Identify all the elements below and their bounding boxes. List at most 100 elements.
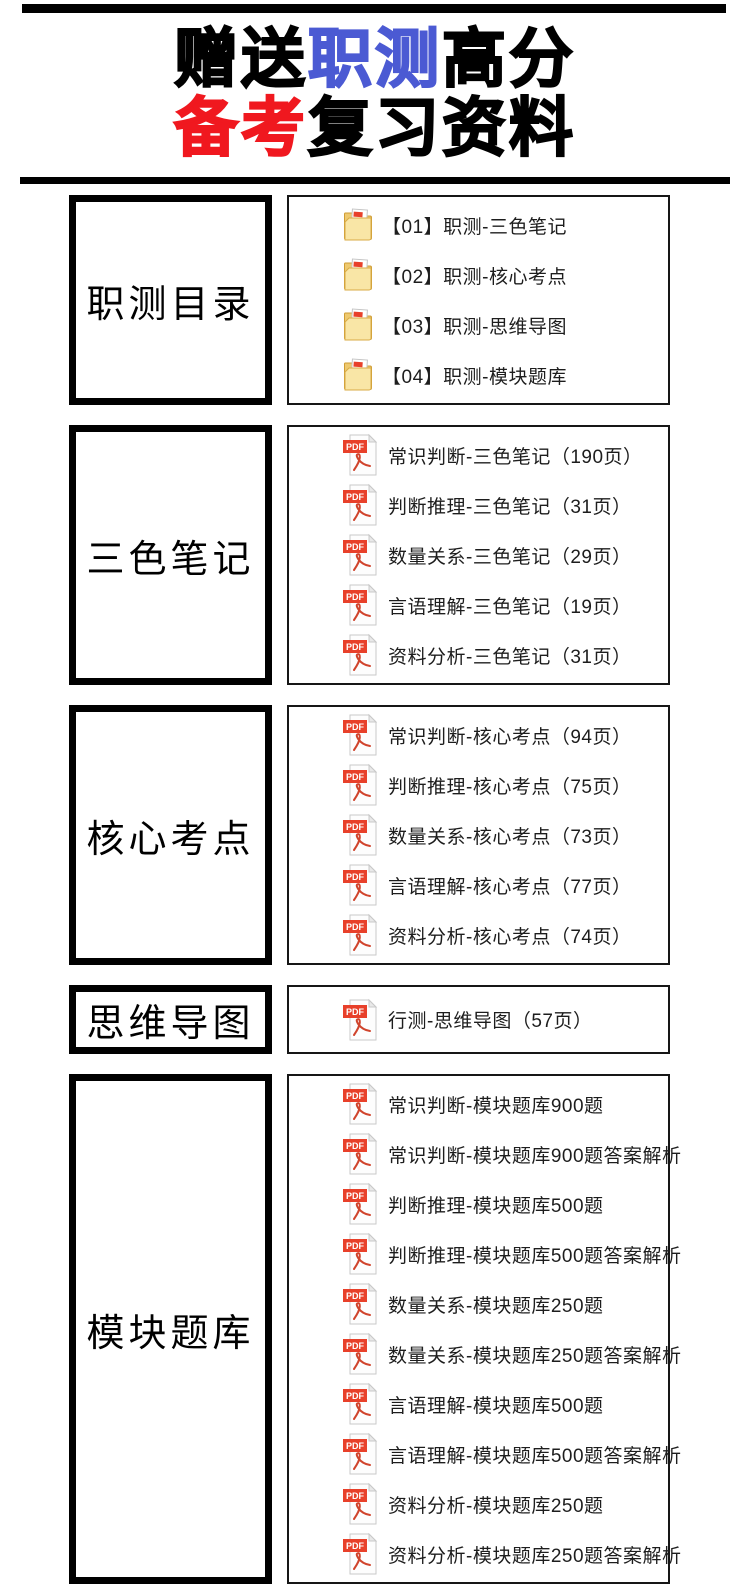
file-name: 资料分析-三色笔记（31页） (388, 646, 632, 668)
file-list: PDF 常识判断-核心考点（94页） PDF 判断推理-核心考点（75页） PD (343, 710, 668, 960)
title-line-1: 赠送职测高分 (0, 23, 750, 95)
pdf-file-icon: PDF (343, 1332, 379, 1376)
list-item[interactable]: PDF 数量关系-模块题库250题 (343, 1279, 668, 1329)
file-list: 【01】职测-三色笔记 【02】职测-核心考点 (343, 200, 668, 400)
list-item[interactable]: PDF 资料分析-模块题库250题 (343, 1479, 668, 1529)
list-item[interactable]: PDF 判断推理-三色笔记（31页） (343, 480, 668, 530)
svg-text:PDF: PDF (346, 1491, 365, 1501)
section-label-box: 三色笔记 (69, 425, 272, 686)
file-name: 言语理解-三色笔记（19页） (388, 596, 632, 618)
svg-text:PDF: PDF (346, 1091, 365, 1101)
file-name: 【01】职测-三色笔记 (382, 216, 567, 238)
file-name: 资料分析-模块题库250题 (388, 1495, 604, 1517)
file-name: 资料分析-核心考点（74页） (388, 926, 632, 948)
file-name: 数量关系-模块题库250题 (388, 1295, 604, 1317)
pdf-file-icon: PDF (343, 1132, 379, 1176)
section-row: 职测目录 【01】职测-三色笔记 (69, 195, 750, 406)
section-label: 三色笔记 (86, 538, 255, 581)
pdf-file-icon: PDF (343, 913, 379, 957)
file-list: PDF 常识判断-模块题库900题 PDF 常识判断-模块题库900题答案解析 (343, 1079, 681, 1579)
list-item[interactable]: PDF 常识判断-三色笔记（190页） (343, 430, 668, 480)
folder-pdf-icon (343, 307, 373, 343)
list-item[interactable]: PDF 判断推理-模块题库500题 (343, 1179, 668, 1229)
pdf-file-icon: PDF (343, 1282, 379, 1326)
pdf-file-icon: PDF (343, 1182, 379, 1226)
list-item[interactable]: PDF 常识判断-核心考点（94页） (343, 710, 668, 760)
top-black-bar (22, 4, 726, 13)
svg-text:PDF: PDF (346, 772, 365, 782)
file-name: 数量关系-模块题库250题答案解析 (388, 1345, 682, 1367)
pdf-file-icon: PDF (343, 583, 379, 627)
pdf-file-icon: PDF (343, 998, 379, 1042)
file-name: 资料分析-模块题库250题答案解析 (388, 1545, 682, 1567)
list-item[interactable]: 【02】职测-核心考点 (343, 250, 668, 300)
section-row: 思维导图 PDF 行测-思维导图（57页） (69, 985, 750, 1055)
list-item[interactable]: PDF 常识判断-模块题库900题答案解析 (343, 1129, 681, 1179)
list-item[interactable]: PDF 数量关系-三色笔记（29页） (343, 530, 668, 580)
list-item[interactable]: PDF 数量关系-模块题库250题答案解析 (343, 1329, 681, 1379)
section-label: 职测目录 (86, 283, 255, 326)
svg-text:PDF: PDF (346, 642, 365, 652)
file-list: PDF 常识判断-三色笔记（190页） PDF 判断推理-三色笔记（31页） P (343, 430, 668, 680)
file-name: 行测-思维导图（57页） (388, 1011, 593, 1033)
svg-text:PDF: PDF (346, 1341, 365, 1351)
folder-pdf-icon (343, 207, 373, 243)
pdf-file-icon: PDF (343, 1232, 379, 1276)
list-item[interactable]: PDF 资料分析-模块题库250题答案解析 (343, 1529, 681, 1579)
svg-text:PDF: PDF (346, 1191, 365, 1201)
list-item[interactable]: PDF 判断推理-核心考点（75页） (343, 760, 668, 810)
file-name: 判断推理-模块题库500题 (388, 1195, 604, 1217)
file-list: PDF 行测-思维导图（57页） (343, 995, 668, 1045)
list-item[interactable]: PDF 言语理解-三色笔记（19页） (343, 580, 668, 630)
section-content-box: PDF 行测-思维导图（57页） (287, 985, 670, 1055)
page-title: 赠送职测高分 备考复习资料 (0, 23, 750, 164)
list-item[interactable]: PDF 判断推理-模块题库500题答案解析 (343, 1229, 681, 1279)
list-item[interactable]: 【01】职测-三色笔记 (343, 200, 668, 250)
list-item[interactable]: PDF 数量关系-核心考点（73页） (343, 810, 668, 860)
section-content-box: PDF 常识判断-三色笔记（190页） PDF 判断推理-三色笔记（31页） P (287, 425, 670, 686)
list-item[interactable]: PDF 言语理解-模块题库500题 (343, 1379, 668, 1429)
file-name: 言语理解-模块题库500题 (388, 1395, 604, 1417)
section-content-box: PDF 常识判断-模块题库900题 PDF 常识判断-模块题库900题答案解析 (287, 1074, 681, 1585)
section-content-box: 【01】职测-三色笔记 【02】职测-核心考点 (287, 195, 670, 406)
list-item[interactable]: PDF 资料分析-三色笔记（31页） (343, 630, 668, 680)
list-item[interactable]: 【04】职测-模块题库 (343, 350, 668, 400)
svg-text:PDF: PDF (346, 1007, 365, 1017)
section-label-box: 思维导图 (69, 985, 272, 1055)
section-label: 核心考点 (86, 818, 255, 861)
sections: 职测目录 【01】职测-三色笔记 (69, 195, 750, 1585)
title-line-2: 备考复习资料 (0, 93, 750, 164)
list-item[interactable]: PDF 言语理解-模块题库500题答案解析 (343, 1429, 681, 1479)
section-content-box: PDF 常识判断-核心考点（94页） PDF 判断推理-核心考点（75页） PD (287, 705, 670, 966)
list-item[interactable]: PDF 资料分析-核心考点（74页） (343, 910, 668, 960)
svg-text:PDF: PDF (346, 542, 365, 552)
svg-text:PDF: PDF (346, 1391, 365, 1401)
list-item[interactable]: PDF 行测-思维导图（57页） (343, 995, 668, 1045)
list-item[interactable]: 【03】职测-思维导图 (343, 300, 668, 350)
title-segment-highlight-blue: 职测 (307, 23, 442, 95)
file-name: 判断推理-模块题库500题答案解析 (388, 1245, 682, 1267)
svg-text:PDF: PDF (346, 592, 365, 602)
section-row: 模块题库 PDF 常识判断-模块题库900题 PDF (69, 1074, 750, 1585)
file-name: 数量关系-三色笔记（29页） (388, 546, 632, 568)
svg-text:PDF: PDF (346, 872, 365, 882)
list-item[interactable]: PDF 常识判断-模块题库900题 (343, 1079, 668, 1129)
pdf-file-icon: PDF (343, 1082, 379, 1126)
section-label-box: 核心考点 (69, 705, 272, 966)
file-name: 判断推理-三色笔记（31页） (388, 496, 632, 518)
section-label-box: 职测目录 (69, 195, 272, 406)
list-item[interactable]: PDF 言语理解-核心考点（77页） (343, 860, 668, 910)
file-name: 常识判断-三色笔记（190页） (388, 446, 643, 468)
section-label-box: 模块题库 (69, 1074, 272, 1585)
pdf-file-icon: PDF (343, 1532, 379, 1576)
file-name: 言语理解-模块题库500题答案解析 (388, 1445, 682, 1467)
svg-text:PDF: PDF (346, 1441, 365, 1451)
svg-text:PDF: PDF (346, 822, 365, 832)
svg-text:PDF: PDF (346, 442, 365, 452)
file-name: 【03】职测-思维导图 (382, 316, 567, 338)
pdf-file-icon: PDF (343, 813, 379, 857)
pdf-file-icon: PDF (343, 633, 379, 677)
pdf-file-icon: PDF (343, 763, 379, 807)
svg-text:PDF: PDF (346, 1141, 365, 1151)
title-divider-bar (20, 177, 730, 185)
